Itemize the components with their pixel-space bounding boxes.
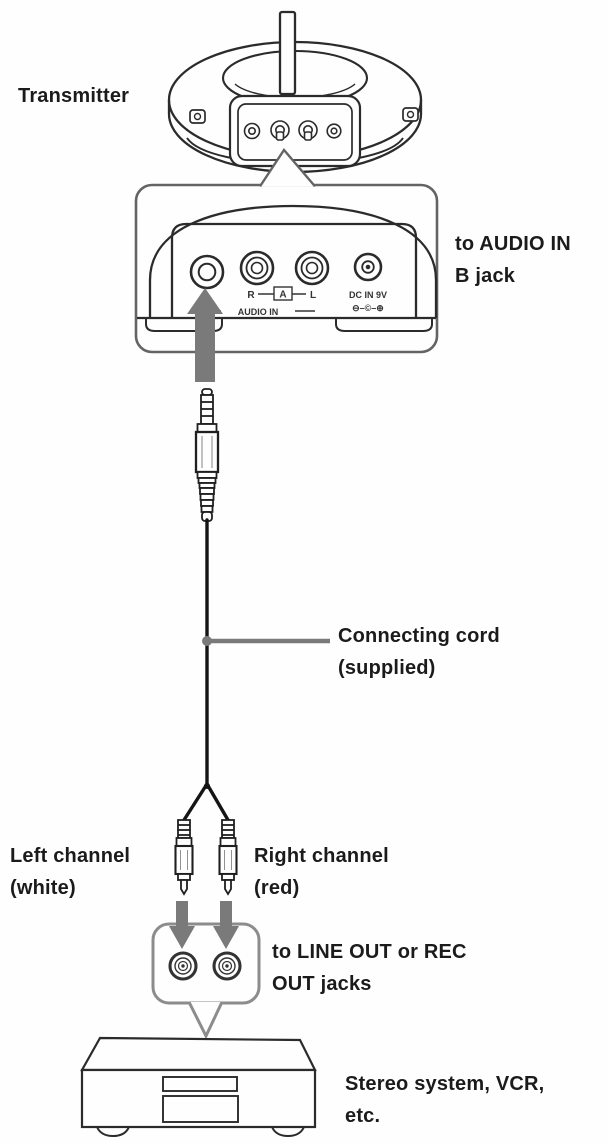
- stereo-mini-plug-icon: [194, 388, 220, 522]
- line-out-label: to LINE OUT or REC OUT jacks: [272, 941, 467, 995]
- device-slot-top: [162, 1076, 238, 1092]
- left-channel-label: Left channel (white): [10, 845, 131, 899]
- stand-rod-icon: [278, 10, 297, 96]
- stereo-device-illustration: [80, 1036, 317, 1138]
- rear-panel-callout: R A L AUDIO IN DC IN 9V ⊖–©–⊕: [134, 148, 439, 354]
- audio-in-b-mini-jack: [189, 254, 225, 290]
- device-foot-left: [96, 1126, 130, 1138]
- rca-plug-left: [174, 819, 194, 896]
- audio-in-b-label: to AUDIO IN B jack: [455, 233, 571, 287]
- callout-pointer-up: [258, 148, 316, 188]
- cord-leader-line: [202, 636, 330, 646]
- dc-in-label: DC IN 9V: [349, 290, 387, 300]
- input-a-label: A: [279, 290, 286, 301]
- line-out-jack-right: [212, 951, 242, 981]
- transmitter-illustration: [167, 10, 423, 174]
- l-jack-label: L: [310, 290, 316, 301]
- callout-pointer-down: [187, 1001, 224, 1040]
- line-out-jack-left: [168, 951, 198, 981]
- dc-in-jack: [353, 252, 383, 282]
- dc-polarity-mark: ⊖–©–⊕: [352, 303, 384, 313]
- r-jack-label: R: [247, 290, 255, 301]
- device-slot-bottom: [162, 1095, 239, 1123]
- line-out-arrow-left-icon: [169, 901, 195, 949]
- line-out-arrow-right-icon: [213, 901, 239, 949]
- rca-plug-right: [218, 819, 238, 896]
- stereo-system-label: Stereo system, VCR, etc.: [345, 1073, 545, 1127]
- audio-in-l-jack: [294, 250, 330, 286]
- right-channel-label: Right channel (red): [254, 845, 389, 899]
- connecting-cord-cable: [182, 518, 230, 822]
- device-foot-right: [271, 1126, 305, 1138]
- audio-in-r-jack: [239, 250, 275, 286]
- audio-in-arrow-icon: [187, 288, 223, 382]
- rear-panel-lettering: R A L AUDIO IN DC IN 9V ⊖–©–⊕: [199, 286, 387, 317]
- transmitter-label: Transmitter: [18, 85, 130, 107]
- front-panel-jacks: [243, 120, 342, 141]
- audio-in-label: AUDIO IN: [238, 307, 279, 317]
- connecting-cord-label: Connecting cord (supplied): [338, 625, 500, 679]
